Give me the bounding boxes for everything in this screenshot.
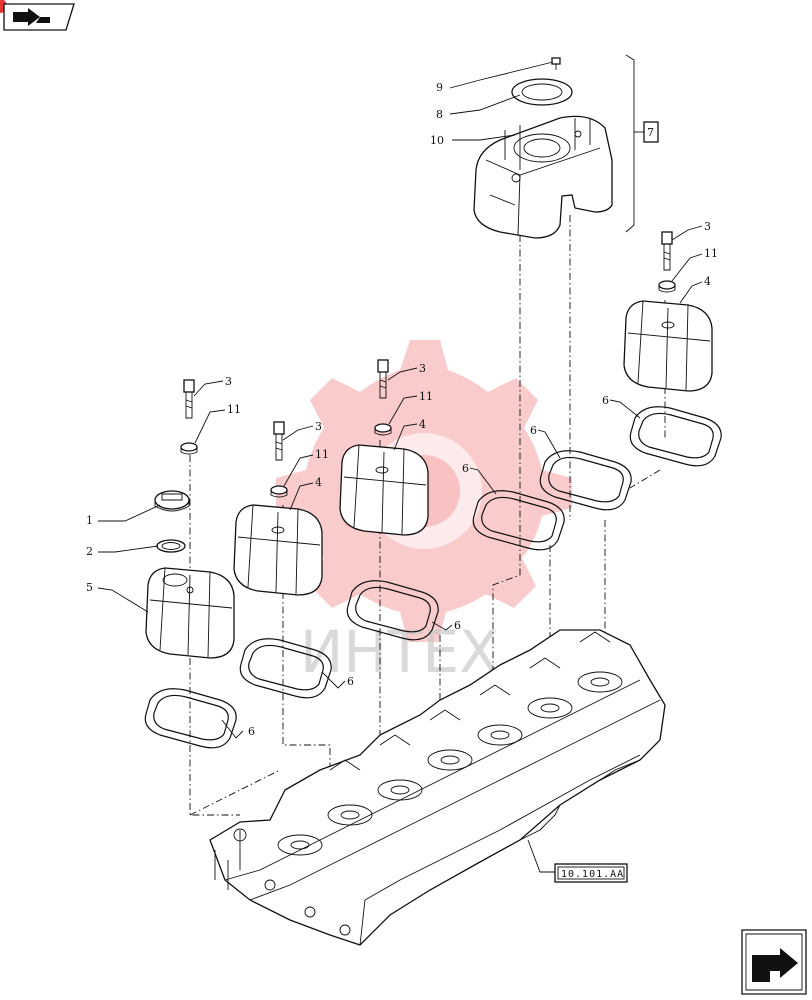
callout-3-c: 3 bbox=[419, 362, 426, 375]
valve-cover-5 bbox=[145, 567, 235, 659]
callout-6-b: 6 bbox=[347, 675, 354, 688]
washer-11-a bbox=[180, 442, 198, 455]
callout-10: 10 bbox=[430, 134, 444, 147]
back-nav-button[interactable] bbox=[0, 0, 75, 31]
washer-11-d bbox=[658, 280, 676, 293]
bolt-3-d bbox=[661, 231, 673, 271]
cylinder-head bbox=[209, 629, 666, 946]
bolt-3-b bbox=[273, 421, 285, 461]
callout-labels: 1 2 5 3 11 3 11 4 3 11 4 3 11 4 6 6 6 6 … bbox=[86, 81, 718, 738]
callout-11-d: 11 bbox=[704, 247, 718, 260]
valve-cover-gasket-6 bbox=[629, 406, 722, 467]
callout-11-b: 11 bbox=[315, 448, 329, 461]
callout-2: 2 bbox=[86, 545, 93, 558]
callout-11-a: 11 bbox=[227, 403, 241, 416]
cross-reference-link[interactable]: 10.101.AA bbox=[554, 863, 628, 883]
breather-valve-cover bbox=[473, 115, 613, 239]
cross-reference-label: 10.101.AA bbox=[561, 869, 624, 880]
valve-cover-gasket-5 bbox=[539, 450, 632, 511]
callout-3-a: 3 bbox=[225, 375, 232, 388]
watermark-text: ИНТЕХ bbox=[300, 618, 499, 686]
oil-filler-cap bbox=[154, 490, 190, 512]
valve-cover-gasket-1 bbox=[144, 688, 237, 749]
nav-button-inner-frame bbox=[745, 933, 803, 991]
callout-8: 8 bbox=[436, 108, 443, 121]
breather-cover-plate bbox=[511, 78, 573, 106]
callout-4-c: 4 bbox=[704, 275, 711, 288]
next-nav-button[interactable] bbox=[741, 929, 807, 995]
valve-cover-4-c bbox=[623, 300, 713, 392]
callout-5: 5 bbox=[86, 581, 93, 594]
valve-cover-gasket-3 bbox=[346, 580, 439, 641]
washer-11-b bbox=[270, 485, 288, 498]
valve-cover-4-b bbox=[339, 444, 429, 536]
callout-4-b: 4 bbox=[419, 418, 426, 431]
callout-3-b: 3 bbox=[315, 420, 322, 433]
valve-cover-4-a bbox=[233, 504, 323, 596]
seal-ring bbox=[156, 539, 186, 553]
breather-screw bbox=[551, 57, 561, 70]
valve-cover-gasket-2 bbox=[239, 638, 332, 699]
back-arrow-icon bbox=[13, 8, 50, 26]
bolt-3-c bbox=[377, 359, 389, 399]
callout-6-e: 6 bbox=[530, 424, 537, 437]
callout-11-c: 11 bbox=[419, 390, 433, 403]
bolt-3-a bbox=[183, 379, 195, 419]
callout-1: 1 bbox=[86, 514, 93, 527]
callout-6-f: 6 bbox=[602, 394, 609, 407]
callout-6-d: 6 bbox=[462, 462, 469, 475]
callout-9: 9 bbox=[436, 81, 443, 94]
callout-6-a: 6 bbox=[248, 725, 255, 738]
callout-3-d: 3 bbox=[704, 220, 711, 233]
washer-11-c bbox=[374, 423, 392, 436]
callout-4-a: 4 bbox=[315, 476, 322, 489]
next-arrow-icon bbox=[752, 948, 798, 982]
group-reference-box[interactable]: 7 bbox=[643, 121, 659, 143]
valve-cover-gasket-4 bbox=[472, 490, 565, 551]
group-reference-label: 7 bbox=[647, 126, 654, 139]
callout-6-c: 6 bbox=[454, 619, 461, 632]
leader-lines bbox=[97, 54, 703, 873]
